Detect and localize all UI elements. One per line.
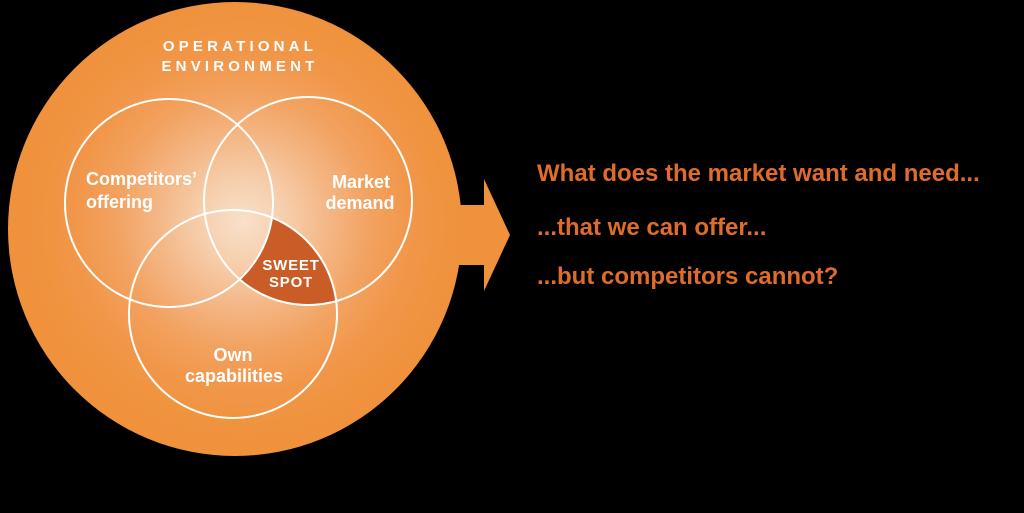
annotation-line2: ...that we can offer... [537, 214, 766, 241]
arrow-right-icon [450, 179, 510, 291]
own-capabilities-label-line1: Own [214, 345, 253, 365]
sweet-spot-label-line1: SWEET [262, 257, 319, 274]
competitors-offering-circle [64, 98, 274, 308]
market-demand-label-line2: demand [325, 193, 394, 213]
own-capabilities-label-line2: capabilities [185, 366, 283, 386]
annotation-line3: ...but competitors cannot? [537, 263, 838, 290]
own-capabilities-circle [128, 209, 338, 419]
operational-environment-title-line2: ENVIRONMENT [161, 58, 318, 75]
market-demand-circle [203, 96, 413, 306]
operational-environment-title-line1: OPERATIONAL [163, 38, 317, 55]
market-demand-label-line1: Market [332, 172, 390, 192]
annotation-line1: What does the market want and need... [537, 160, 980, 187]
competitors-offering-label-line2: offering [86, 192, 153, 212]
competitors-offering-label-line1: Competitors’ [86, 169, 197, 189]
sweet-spot-region [204, 210, 337, 305]
sweet-spot-label-line2: SPOT [269, 274, 313, 291]
